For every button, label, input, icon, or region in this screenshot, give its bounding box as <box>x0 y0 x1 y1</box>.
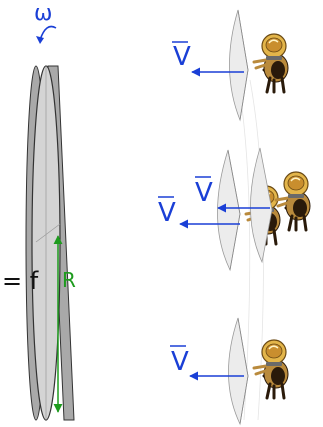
velocity-label: V <box>171 347 189 377</box>
traveler-4: V <box>170 317 290 426</box>
velocity-label: V <box>173 42 191 72</box>
rotating-disk <box>25 65 75 421</box>
rotation-arrowhead <box>36 36 44 44</box>
radius-label: R <box>62 268 76 292</box>
omega-label: ω <box>34 1 52 26</box>
equals-f-label: = f <box>2 267 39 295</box>
traveler-2: V <box>158 149 282 272</box>
traveler-3: V <box>195 147 312 264</box>
velocity-label: V <box>158 198 176 228</box>
traveler-1: V <box>172 9 290 122</box>
velocity-label: V <box>195 178 213 208</box>
curved-rotation-arrow-icon <box>39 25 57 41</box>
